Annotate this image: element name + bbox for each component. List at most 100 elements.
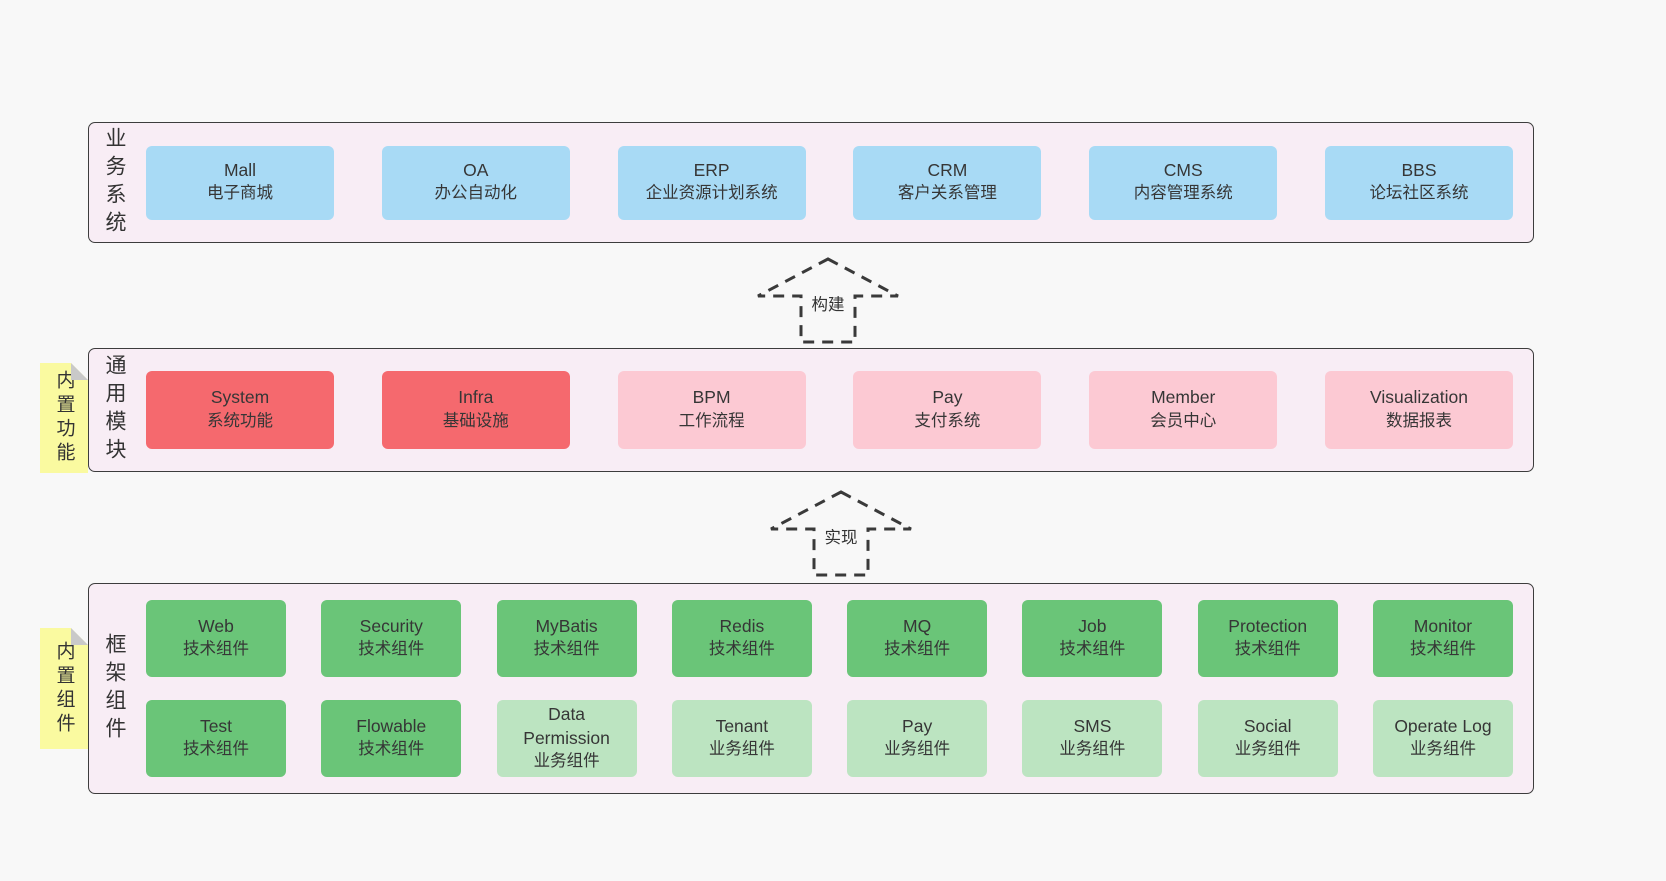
framework-components-boxes: Web 技术组件 Security 技术组件 MyBatis 技术组件 Redi… bbox=[146, 584, 1513, 793]
box-title: Infra bbox=[458, 387, 494, 408]
component-box-operate-log: Operate Log 业务组件 bbox=[1372, 700, 1513, 777]
band-framework-components: 框架组件 Web 技术组件 Security 技术组件 MyBatis 技术组件… bbox=[88, 583, 1534, 794]
component-box-job: Job 技术组件 bbox=[1022, 600, 1163, 677]
folded-corner-icon bbox=[71, 628, 88, 645]
module-box-pay: Pay 支付系统 bbox=[853, 371, 1042, 449]
box-subtitle: 业务组件 bbox=[1059, 740, 1126, 759]
component-box-security: Security 技术组件 bbox=[321, 600, 462, 677]
box-title: Operate Log bbox=[1394, 715, 1492, 736]
dashed-up-arrow-icon bbox=[770, 490, 912, 577]
box-subtitle: 业务组件 bbox=[1409, 740, 1476, 759]
box-title: Flowable bbox=[356, 715, 427, 736]
band-business-systems: 业务系统 Mall 电子商城 OA 办公自动化 ERP 企业资源计划系统 CRM… bbox=[88, 122, 1534, 243]
box-title: CMS bbox=[1163, 159, 1203, 180]
component-box-test: Test 技术组件 bbox=[146, 700, 286, 777]
box-subtitle: 业务组件 bbox=[533, 752, 600, 771]
band-label-framework-components: 框架组件 bbox=[103, 632, 126, 745]
box-title: ERP bbox=[693, 159, 730, 180]
module-box-visualization: Visualization 数据报表 bbox=[1324, 371, 1513, 449]
box-title: Tenant bbox=[715, 715, 769, 736]
system-box-mall: Mall 电子商城 bbox=[146, 145, 334, 220]
box-title: Mall bbox=[223, 159, 257, 180]
box-subtitle: 技术组件 bbox=[1059, 640, 1126, 659]
box-subtitle: 业务组件 bbox=[884, 740, 951, 759]
system-box-cms: CMS 内容管理系统 bbox=[1089, 145, 1278, 220]
component-box-sms: SMS 业务组件 bbox=[1022, 700, 1163, 777]
band-label-common-modules: 通用模块 bbox=[103, 354, 126, 466]
box-subtitle: 技术组件 bbox=[183, 640, 249, 659]
component-box-tenant: Tenant 业务组件 bbox=[671, 700, 812, 777]
box-title: Job bbox=[1078, 615, 1107, 636]
box-subtitle: 业务组件 bbox=[708, 740, 775, 759]
box-subtitle: 技术组件 bbox=[1409, 640, 1476, 659]
box-title: BPM bbox=[692, 387, 731, 408]
business-systems-boxes: Mall 电子商城 OA 办公自动化 ERP 企业资源计划系统 CRM 客户关系… bbox=[146, 123, 1513, 242]
box-subtitle: 基础设施 bbox=[442, 411, 509, 430]
arrow-implement: 实现 bbox=[768, 489, 914, 578]
module-box-member: Member 会员中心 bbox=[1089, 371, 1278, 449]
box-subtitle: 技术组件 bbox=[358, 740, 425, 759]
box-subtitle: 技术组件 bbox=[183, 740, 249, 759]
box-title: Monitor bbox=[1413, 615, 1473, 636]
arrow-build: 构建 bbox=[755, 256, 901, 345]
box-subtitle: 技术组件 bbox=[358, 640, 425, 659]
component-box-pay: Pay 业务组件 bbox=[847, 700, 988, 777]
box-subtitle: 支付系统 bbox=[914, 411, 981, 430]
box-title: Social bbox=[1243, 715, 1292, 736]
box-subtitle: 技术组件 bbox=[1234, 640, 1301, 659]
box-title: System bbox=[210, 387, 270, 408]
component-box-data-permission: Data Permission 业务组件 bbox=[496, 700, 637, 777]
box-title: MQ bbox=[903, 615, 932, 636]
common-modules-boxes: System 系统功能 Infra 基础设施 BPM 工作流程 Pay 支付系统… bbox=[146, 349, 1513, 471]
module-box-bpm: BPM 工作流程 bbox=[617, 371, 806, 449]
component-box-web: Web 技术组件 bbox=[146, 600, 286, 677]
component-box-mq: MQ 技术组件 bbox=[847, 600, 988, 677]
box-subtitle: 会员中心 bbox=[1150, 411, 1217, 430]
component-box-redis: Redis 技术组件 bbox=[671, 600, 812, 677]
module-box-infra: Infra 基础设施 bbox=[381, 371, 570, 449]
box-title: Member bbox=[1151, 387, 1216, 408]
box-title: Protection bbox=[1228, 615, 1308, 636]
sticky-note-label: 内置功能 bbox=[53, 370, 75, 466]
box-title: MyBatis bbox=[535, 615, 598, 636]
box-title: SMS bbox=[1073, 715, 1112, 736]
component-box-mybatis: MyBatis 技术组件 bbox=[496, 600, 637, 677]
system-box-crm: CRM 客户关系管理 bbox=[853, 145, 1042, 220]
sticky-note-built-in-features: 内置功能 bbox=[40, 363, 88, 473]
box-title: OA bbox=[463, 159, 489, 180]
component-box-protection: Protection 技术组件 bbox=[1197, 600, 1338, 677]
box-title: Web bbox=[198, 615, 234, 636]
box-subtitle: 业务组件 bbox=[1234, 740, 1301, 759]
system-box-oa: OA 办公自动化 bbox=[381, 145, 570, 220]
sticky-note-built-in-components: 内置组件 bbox=[40, 628, 88, 749]
box-title: Test bbox=[199, 715, 233, 736]
box-title: Security bbox=[359, 615, 423, 636]
components-row-2: Test 技术组件 Flowable 技术组件 Data Permission … bbox=[146, 700, 1513, 777]
box-title: CRM bbox=[927, 159, 968, 180]
box-subtitle: 数据报表 bbox=[1385, 411, 1452, 430]
box-subtitle: 论坛社区系统 bbox=[1369, 184, 1469, 203]
box-title: BBS bbox=[1401, 159, 1437, 180]
band-label-business-systems: 业务系统 bbox=[103, 126, 126, 239]
component-box-flowable: Flowable 技术组件 bbox=[321, 700, 462, 777]
sticky-note-label: 内置组件 bbox=[53, 640, 75, 737]
system-box-erp: ERP 企业资源计划系统 bbox=[617, 145, 806, 220]
box-subtitle: 内容管理系统 bbox=[1133, 184, 1233, 203]
dashed-up-arrow-icon bbox=[757, 257, 899, 344]
band-common-modules: 通用模块 System 系统功能 Infra 基础设施 BPM 工作流程 Pay… bbox=[88, 348, 1534, 472]
box-subtitle: 客户关系管理 bbox=[897, 184, 997, 203]
box-title: Visualization bbox=[1370, 387, 1468, 408]
box-subtitle: 企业资源计划系统 bbox=[645, 184, 778, 203]
module-box-system: System 系统功能 bbox=[146, 371, 334, 449]
arrow-build-label: 构建 bbox=[808, 291, 848, 316]
box-title: Pay bbox=[932, 387, 963, 408]
box-subtitle: 技术组件 bbox=[533, 640, 600, 659]
box-subtitle: 电子商城 bbox=[207, 184, 273, 203]
box-subtitle: 技术组件 bbox=[884, 640, 951, 659]
box-title: Pay bbox=[902, 715, 933, 736]
box-title: Data Permission bbox=[523, 703, 610, 748]
box-subtitle: 技术组件 bbox=[708, 640, 775, 659]
box-title: Redis bbox=[719, 615, 765, 636]
folded-corner-icon bbox=[71, 363, 88, 380]
